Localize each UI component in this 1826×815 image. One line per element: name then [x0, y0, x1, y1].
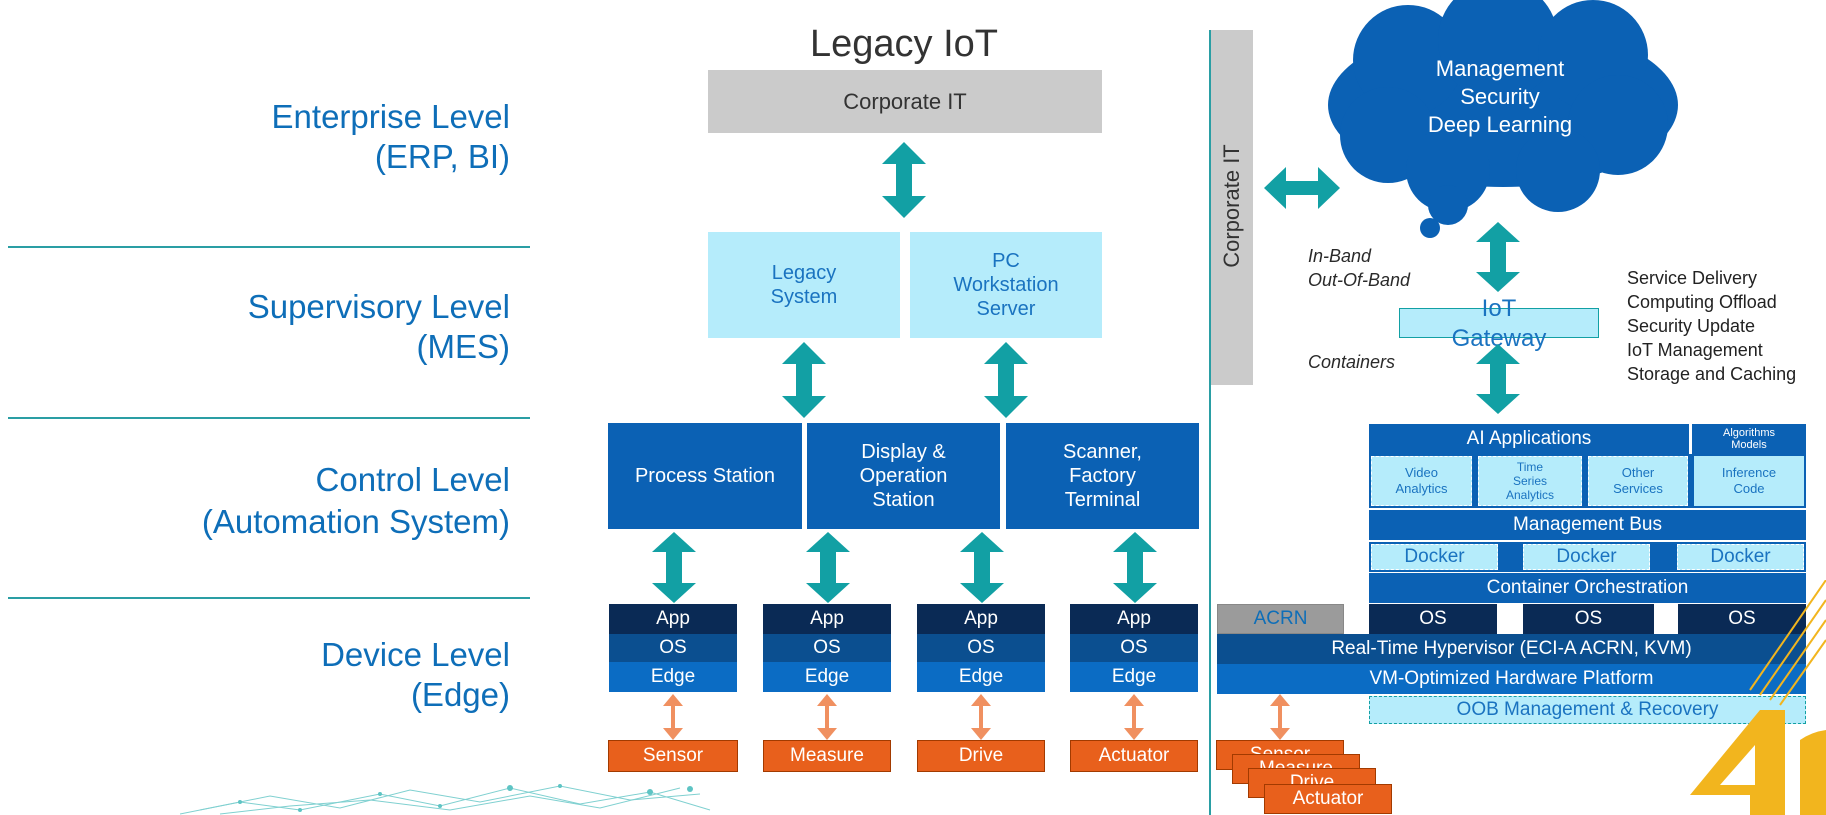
- os-box: OS: [1678, 604, 1806, 634]
- service-item: Computing Offload: [1627, 292, 1777, 312]
- small-double-arrow-icon: [971, 694, 991, 740]
- service-item: Service Delivery: [1627, 268, 1758, 288]
- other-services-box: Other Services: [1588, 456, 1688, 506]
- edge-layer: Edge: [609, 662, 737, 692]
- device-stack-4: App OS Edge: [1070, 604, 1198, 692]
- level-divider: [8, 597, 530, 599]
- supervisory-level-sub: (MES): [416, 328, 511, 365]
- docker-box: Docker: [1523, 544, 1650, 570]
- control-level-sub: (Automation System): [201, 503, 510, 540]
- small-double-arrow-icon: [1124, 694, 1144, 740]
- app-layer: App: [1070, 604, 1198, 634]
- double-arrow-icon: [1113, 532, 1157, 603]
- enterprise-level-sub: (ERP, BI): [374, 138, 510, 175]
- display-station-box: Display & Operation Station: [807, 423, 1000, 529]
- double-arrow-icon: [806, 532, 850, 603]
- containers-label: Containers: [1308, 352, 1396, 372]
- app-layer: App: [763, 604, 891, 634]
- supervisory-level-title: Supervisory Level: [247, 288, 510, 325]
- small-double-arrow-icon: [1270, 694, 1290, 740]
- edge-layer: Edge: [1070, 662, 1198, 692]
- video-analytics-box: Video Analytics: [1371, 456, 1472, 506]
- acrn-box: ACRN: [1217, 604, 1344, 634]
- horizontal-double-arrow-icon: [1264, 167, 1340, 209]
- device-stack-1: App OS Edge: [609, 604, 737, 692]
- modern-corporate-it-label: Corporate IT: [1219, 144, 1244, 268]
- pc-workstation-box: PC Workstation Server: [910, 232, 1102, 338]
- double-arrow-icon: [1476, 222, 1520, 292]
- service-item: Storage and Caching: [1627, 364, 1797, 384]
- iot-gateway-box: [1399, 308, 1599, 338]
- anniversary-logo-icon: [1690, 580, 1826, 815]
- process-station-box: Process Station: [608, 423, 802, 529]
- device-level-title: Device Level: [321, 636, 510, 673]
- cloud-icon: [1328, 0, 1678, 238]
- double-arrow-icon: [782, 342, 826, 418]
- os-box: OS: [1369, 604, 1497, 634]
- service-item: Security Update: [1627, 316, 1756, 336]
- double-arrow-icon: [984, 342, 1028, 418]
- double-arrow-icon: [882, 142, 926, 218]
- inference-code-box: Inference Code: [1694, 456, 1804, 506]
- edge-layer: Edge: [763, 662, 891, 692]
- os-layer: OS: [917, 634, 1045, 662]
- level-divider: [8, 417, 530, 419]
- cloud-text: Management Security Deep Learning: [1427, 56, 1573, 137]
- section-divider: [1209, 30, 1211, 815]
- os-box: OS: [1523, 604, 1654, 634]
- oob-management-bar: OOB Management & Recovery: [1369, 696, 1806, 724]
- ai-applications-bar: AI Applications: [1369, 424, 1689, 454]
- time-series-box: Time Series Analytics: [1478, 456, 1582, 506]
- os-layer: OS: [763, 634, 891, 662]
- scanner-terminal-box: Scanner, Factory Terminal: [1006, 423, 1199, 529]
- double-arrow-icon: [1476, 344, 1520, 414]
- in-band-label: In-Band: [1308, 246, 1372, 266]
- device-stack-2: App OS Edge: [763, 604, 891, 692]
- management-bus-bar: Management Bus: [1369, 510, 1806, 540]
- out-of-band-label: Out-Of-Band: [1308, 270, 1411, 290]
- control-level-title: Control Level: [315, 461, 510, 498]
- double-arrow-icon: [652, 532, 696, 603]
- os-layer: OS: [1070, 634, 1198, 662]
- double-arrow-icon: [960, 532, 1004, 603]
- measure-device: Measure: [763, 740, 891, 772]
- enterprise-level-title: Enterprise Level: [271, 98, 510, 135]
- small-double-arrow-icon: [817, 694, 837, 740]
- hw-platform-bar: VM-Optimized Hardware Platform: [1217, 664, 1806, 694]
- container-orchestration-bar: Container Orchestration: [1369, 573, 1806, 603]
- legacy-iot-title: Legacy IoT: [810, 22, 998, 65]
- os-layer: OS: [609, 634, 737, 662]
- actuator-device: Actuator: [1070, 740, 1198, 772]
- network-decoration: [180, 784, 711, 815]
- level-divider: [8, 246, 530, 248]
- algorithms-models-box: Algorithms Models: [1692, 424, 1806, 454]
- iot-gateway-label: IoT Gateway: [1451, 295, 1547, 352]
- service-item: IoT Management: [1627, 340, 1763, 360]
- legacy-corporate-it: Corporate IT: [708, 70, 1102, 133]
- device-level-sub: (Edge): [410, 676, 510, 713]
- small-double-arrow-icon: [663, 694, 683, 740]
- app-layer: App: [917, 604, 1045, 634]
- docker-box: Docker: [1677, 544, 1804, 570]
- legacy-system-box: Legacy System: [708, 232, 900, 338]
- hypervisor-bar: Real-Time Hypervisor (ECI-A ACRN, KVM): [1217, 634, 1806, 664]
- services-list: Service Delivery Computing Offload Secur…: [1627, 266, 1796, 386]
- edge-layer: Edge: [917, 662, 1045, 692]
- app-layer: App: [609, 604, 737, 634]
- drive-device: Drive: [917, 740, 1045, 772]
- sensor-device: Sensor: [608, 740, 738, 772]
- modern-corporate-it-bar: Corporate IT: [1211, 30, 1253, 385]
- docker-box: Docker: [1371, 544, 1498, 570]
- stacked-actuator: Actuator: [1264, 784, 1392, 814]
- device-stack-3: App OS Edge: [917, 604, 1045, 692]
